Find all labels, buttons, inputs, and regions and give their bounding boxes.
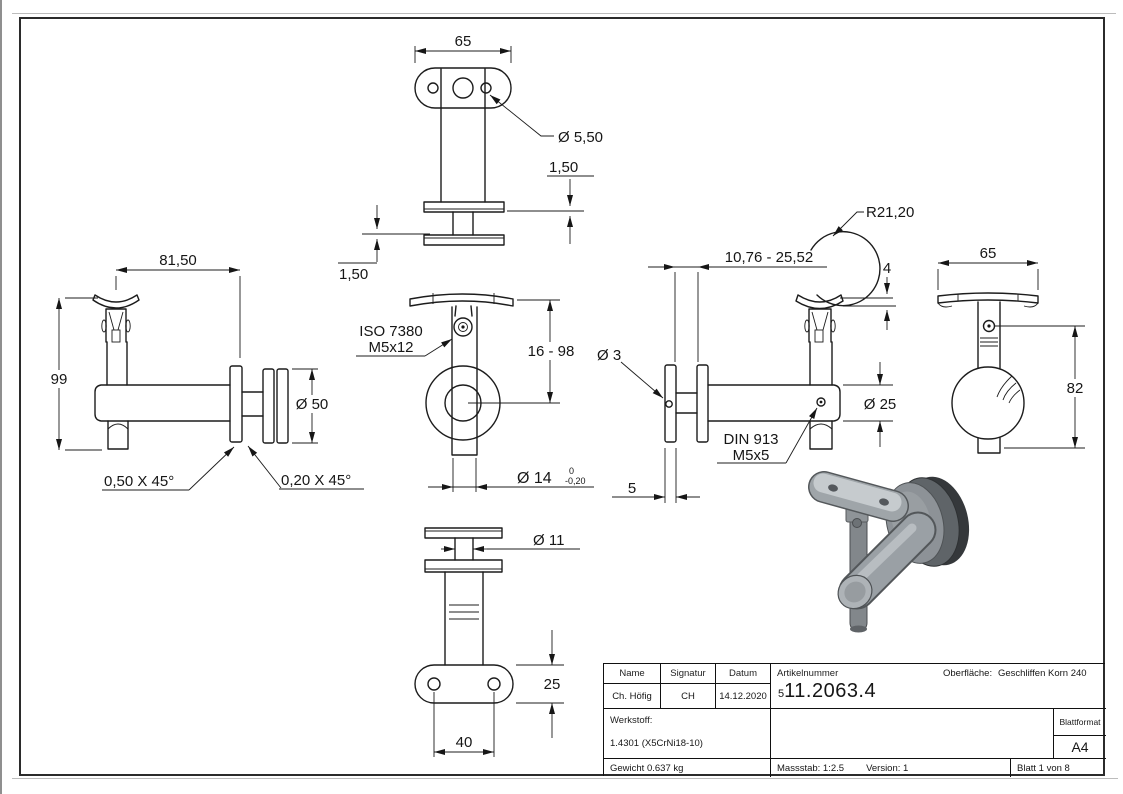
title-block-artikelnummer-cell: Artikelnummer Oberfläche: Geschliffen Ko… xyxy=(771,664,1106,709)
rear-view-dimensions: 65 82 xyxy=(937,245,1089,449)
signatur-header-label: Signatur xyxy=(670,668,706,679)
dim-front-shaft-diameter: Ø 14 xyxy=(517,470,552,487)
page-edge-shadow-top xyxy=(12,13,1116,14)
title-block-header-name: Name xyxy=(604,664,661,684)
front-view-geometry xyxy=(409,293,514,456)
dim-left-chamfer-2: 0,20 X 45° xyxy=(281,472,351,489)
title-block: Name Signatur Datum Artikelnummer Oberfl… xyxy=(603,663,1106,777)
top-view-dimensions: 65 Ø 5,50 1,50 1,50 xyxy=(338,33,603,283)
oberflaeche-label: Oberfläche: xyxy=(943,668,993,679)
top-view-geometry xyxy=(414,67,512,246)
label-setscrew-size: M5x5 xyxy=(733,447,770,464)
rear-view-geometry xyxy=(937,292,1039,454)
bottom-view-dimensions: Ø 11 25 40 xyxy=(433,532,580,757)
dim-bottom-hole-distance: 40 xyxy=(456,734,473,751)
title-block-datum-value-cell: 14.12.2020 xyxy=(716,684,771,709)
title-block-blatt-cell: Blatt 1 von 8 xyxy=(1011,759,1106,777)
front-view-dimensions: ISO 7380 M5x12 16 - 98 Ø 14 0 -0,20 xyxy=(356,299,594,492)
dim-bottom-waist-diameter: Ø 11 xyxy=(533,532,564,549)
view-side-right: R21,20 10,76 - 25,52 4 Ø 3 DIN 913 M5x5 … xyxy=(597,204,914,503)
sheet-format: A4 xyxy=(1071,739,1089,755)
page-edge-shadow-left xyxy=(0,0,2,794)
version-value: Version: 1 xyxy=(866,762,909,774)
dim-left-width: 81,50 xyxy=(159,252,197,269)
artikelnummer-label: Artikelnummer xyxy=(777,668,839,679)
isometric-render xyxy=(808,471,970,633)
weight-value: Gewicht 0.637 kg xyxy=(610,762,684,774)
dim-top-plate-right: 1,50 xyxy=(549,159,578,176)
artikelnummer-value: 511.2063.4 xyxy=(778,680,876,703)
side-right-dimensions: R21,20 10,76 - 25,52 4 Ø 3 DIN 913 M5x5 … xyxy=(597,204,914,503)
scale-value: Massstab: 1:2.5 xyxy=(777,762,845,774)
dim-shaft-tolerance-upper: 0 xyxy=(569,466,574,476)
sheet-number: Blatt 1 von 8 xyxy=(1017,762,1070,774)
view-bottom: Ø 11 25 40 xyxy=(414,527,580,757)
dim-rear-height: 82 xyxy=(1067,380,1084,397)
title-block-blattformat-value-cell: A4 xyxy=(1054,736,1106,759)
title-block-gewicht-cell: Gewicht 0.637 kg xyxy=(604,759,771,777)
title-block-werkstoff-cell: Werkstoff: 1.4301 (X5CrNi18-10) xyxy=(604,709,771,759)
oberflaeche-value: Geschliffen Korn 240 xyxy=(998,668,1087,679)
page-edge-shadow-bottom xyxy=(12,778,1118,779)
dim-front-height-range: 16 - 98 xyxy=(528,343,575,360)
label-screw-standard: ISO 7380 xyxy=(359,323,422,340)
side-left-geometry xyxy=(92,294,289,450)
view-top-plan: 65 Ø 5,50 1,50 1,50 xyxy=(338,33,603,283)
dim-shaft-tolerance-lower: -0,20 xyxy=(565,476,586,486)
drawing-border-frame xyxy=(19,17,1105,776)
dim-right-hole-diameter: Ø 3 xyxy=(597,347,621,364)
dim-rear-width: 65 xyxy=(980,245,997,262)
blattformat-label: Blattformat xyxy=(1059,717,1101,727)
side-right-geometry xyxy=(664,230,881,450)
view-rear: 65 82 xyxy=(937,245,1089,454)
name-header-label: Name xyxy=(619,668,645,679)
artikelnummer-prefix: 5 xyxy=(778,688,785,700)
label-screw-size: M5x12 xyxy=(368,339,413,356)
dim-right-radius: R21,20 xyxy=(866,204,914,221)
dim-right-plate-thickness: 5 xyxy=(628,480,636,497)
title-block-header-datum: Datum xyxy=(716,664,771,684)
dim-bottom-depth: 25 xyxy=(544,676,561,693)
dim-top-plate-left: 1,50 xyxy=(339,266,368,283)
dim-right-lip: 4 xyxy=(883,260,891,277)
dim-left-disc-diameter: Ø 50 xyxy=(296,396,329,413)
author-initials: CH xyxy=(681,690,695,702)
dim-left-height: 99 xyxy=(51,371,68,388)
bottom-view-geometry xyxy=(414,527,514,704)
title-block-signatur-value-cell: CH xyxy=(661,684,716,709)
werkstoff-value: 1.4301 (X5CrNi18-10) xyxy=(610,738,703,749)
author-name: Ch. Höfig xyxy=(612,690,652,702)
side-left-dimensions: 81,50 99 Ø 50 0,50 X 45° 0,20 X 45° xyxy=(46,252,364,491)
label-setscrew-standard: DIN 913 xyxy=(723,431,778,448)
view-side-left: 81,50 99 Ø 50 0,50 X 45° 0,20 X 45° xyxy=(46,252,364,491)
view-front: ISO 7380 M5x12 16 - 98 Ø 14 0 -0,20 xyxy=(356,293,594,492)
title-block-empty-cell xyxy=(771,709,1054,759)
dim-top-width: 65 xyxy=(455,33,472,50)
title-block-name-value-cell: Ch. Höfig xyxy=(604,684,661,709)
dim-left-chamfer-1: 0,50 X 45° xyxy=(104,473,174,490)
title-block-header-signatur: Signatur xyxy=(661,664,716,684)
dim-top-hole-diameter: Ø 5,50 xyxy=(558,129,603,146)
title-block-blattformat-label-cell: Blattformat xyxy=(1054,709,1106,736)
datum-header-label: Datum xyxy=(729,668,757,679)
dim-right-tube-diameter: Ø 25 xyxy=(864,396,897,413)
artikelnummer-number: 11.2063.4 xyxy=(784,680,877,702)
title-block-massstab-cell: Massstab: 1:2.5 Version: 1 xyxy=(771,759,1011,777)
drawing-date: 14.12.2020 xyxy=(719,690,767,702)
dim-right-range: 10,76 - 25,52 xyxy=(725,249,813,266)
werkstoff-label: Werkstoff: xyxy=(610,715,653,726)
